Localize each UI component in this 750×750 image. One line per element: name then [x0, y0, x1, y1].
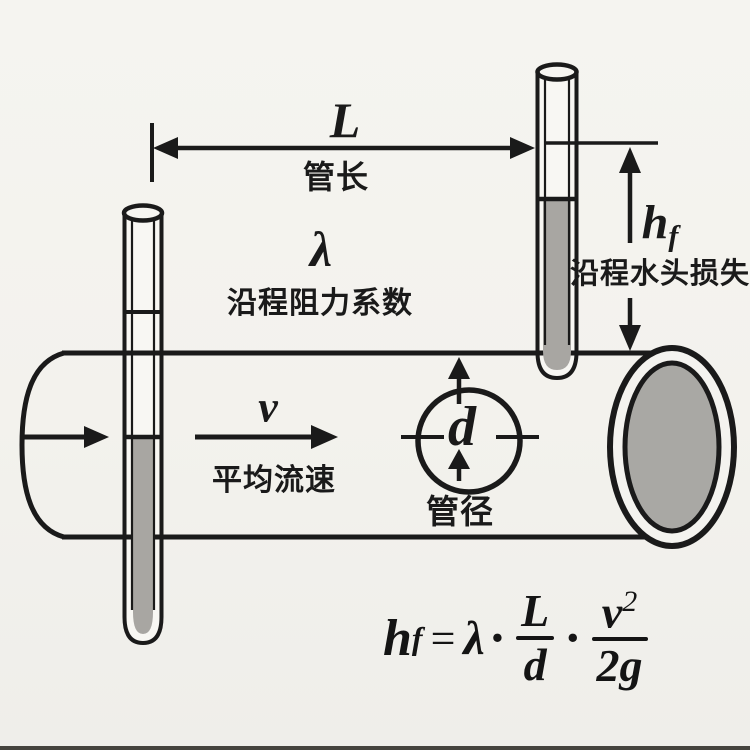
formula-frac2-numerator: v2 — [597, 584, 642, 638]
right-piezometer-tube — [535, 62, 579, 381]
pipe — [19, 350, 658, 540]
formula-frac2-numerator-base: v — [601, 586, 623, 638]
head-loss-symbol: hf — [642, 195, 679, 254]
formula-frac2-numerator-exponent: 2 — [622, 584, 638, 618]
left-piezometer-tube — [121, 203, 165, 646]
formula-lhs-base: h — [383, 609, 412, 667]
formula-dot-2: · — [564, 609, 582, 667]
head-loss-dimension — [545, 141, 658, 351]
formula-frac2-bar — [591, 637, 648, 642]
formula-frac1-numerator: L — [521, 585, 550, 636]
image-bottom-edge-strip — [0, 746, 750, 750]
flow-in-arrow — [24, 426, 109, 448]
formula-frac2-denominator: 2g — [596, 640, 643, 692]
length-symbol: L — [329, 92, 361, 148]
length-label: 管长 — [302, 159, 370, 195]
velocity-symbol: v — [258, 382, 278, 432]
right-tube-rim — [535, 62, 579, 82]
velocity-arrow — [195, 425, 338, 449]
flow-in-arrowhead-icon — [84, 426, 109, 448]
velocity-label: 平均流速 — [212, 464, 336, 497]
formula-frac1-bar — [516, 636, 555, 640]
left-tube-rim — [121, 203, 165, 223]
formula-lambda: λ — [463, 611, 485, 665]
diameter-indicator — [401, 357, 539, 495]
head-loss-symbol-base: h — [641, 195, 669, 249]
pipe-left-cap — [19, 350, 65, 540]
velocity-arrowhead-icon — [311, 425, 338, 449]
formula-lhs-sub: f — [411, 619, 423, 656]
head-loss-arrow-up-icon — [619, 147, 641, 173]
friction-factor-symbol: λ — [309, 221, 333, 277]
diameter-arrow-bottom-icon — [448, 449, 470, 469]
friction-factor-label: 沿程阻力系数 — [227, 287, 413, 320]
diameter-symbol: d — [448, 396, 476, 458]
length-dimension — [150, 123, 535, 182]
length-arrow-right-icon — [510, 137, 535, 159]
formula-fraction-L-d: L d — [516, 585, 555, 690]
head-loss-arrow-down-icon — [619, 325, 641, 351]
diameter-label: 管径 — [426, 493, 494, 530]
formula-fraction-v2-2g: v2 2g — [591, 584, 648, 692]
formula-dot-1: · — [488, 609, 507, 667]
head-loss-symbol-sub: f — [668, 219, 679, 253]
diameter-arrow-top-icon — [448, 357, 470, 379]
formula-frac1-denominator: d — [523, 639, 547, 690]
head-loss-label: 沿程水头损失 — [569, 258, 750, 290]
length-arrow-left-icon — [153, 137, 178, 159]
formula-equals: = — [430, 613, 456, 663]
pipe-end-ellipse — [607, 345, 737, 549]
